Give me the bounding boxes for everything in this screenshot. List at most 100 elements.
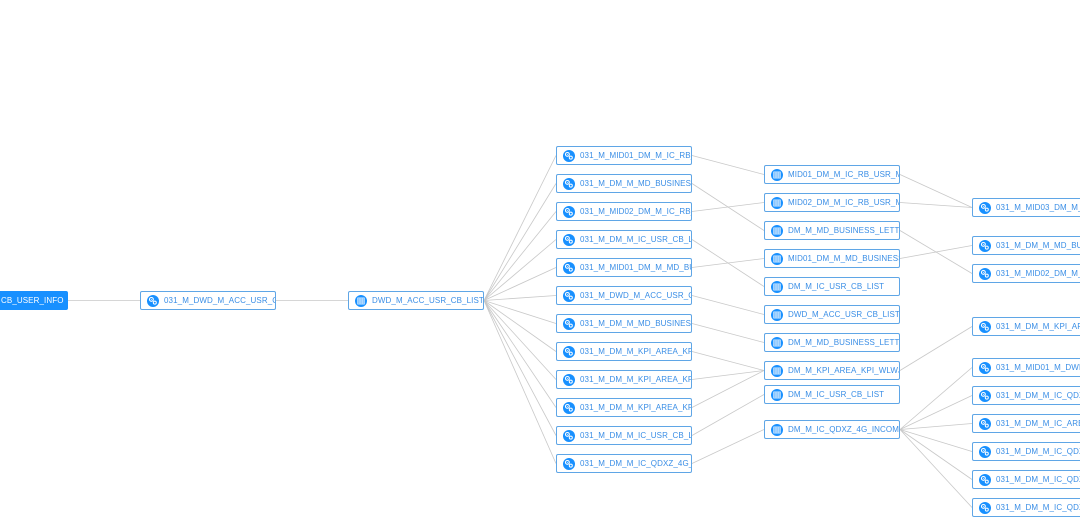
edge-t1-c7	[483, 300, 557, 352]
gears-icon	[978, 473, 992, 487]
edge-d9-e5	[899, 395, 973, 430]
edge-c8-d7	[691, 370, 765, 380]
edge-d1-e0	[899, 202, 973, 208]
node-label: DM_M_IC_USR_CB_LIST	[788, 390, 885, 399]
table-node[interactable]: DWD_M_ACC_USR_CB_LIST	[764, 305, 900, 324]
node-label: 031_M_DM_M_MD_BUSINESS_L...	[580, 319, 691, 328]
node-label: DM_M_IC_USR_CB_LIST	[788, 282, 885, 291]
process-node[interactable]: 031_M_DM_M_MD_BUSINESS_L...	[556, 174, 692, 193]
process-node[interactable]: 031_M_MID01_M_DWD_AC	[972, 358, 1080, 377]
node-label: 031_M_MID02_DM_M_IC_RB_U...	[580, 207, 691, 216]
table-node[interactable]: DM_M_MD_BUSINESS_LETTER...	[764, 333, 900, 352]
gears-icon	[562, 317, 576, 331]
node-label: 031_M_MID02_DM_M_MD	[996, 269, 1080, 278]
node-label: MID01_DM_M_MD_BUSINESS_L...	[788, 254, 899, 263]
lineage-root-node[interactable]: CB_USER_INFO	[0, 291, 68, 310]
gears-icon	[562, 261, 576, 275]
process-node[interactable]: 031_M_DM_M_IC_QDXZ_4	[972, 498, 1080, 517]
table-node[interactable]: MID02_DM_M_IC_RB_USR_MB_...	[764, 193, 900, 212]
node-label: CB_USER_INFO	[1, 296, 64, 305]
node-label: 031_M_DM_M_KPI_AREA_KPI_...	[580, 375, 691, 384]
process-node[interactable]: 031_M_DWD_M_ACC_USR_CB_L...	[140, 291, 276, 310]
node-label: 031_M_DM_M_IC_QDXZ_4G_I...	[580, 459, 691, 468]
process-node[interactable]: 031_M_DM_M_IC_AREA_KI	[972, 414, 1080, 433]
process-node[interactable]: 031_M_MID02_DM_M_MD	[972, 264, 1080, 283]
table-grid-icon	[770, 224, 784, 238]
process-node[interactable]: 031_M_DM_M_IC_QDXZ_4	[972, 386, 1080, 405]
node-label: 031_M_MID01_DM_M_MD_BUS...	[580, 263, 691, 272]
process-node[interactable]: 031_M_DM_M_MD_BUSIN	[972, 236, 1080, 255]
table-grid-icon	[354, 294, 368, 308]
node-label: 031_M_DM_M_IC_AREA_KI	[996, 419, 1080, 428]
table-node[interactable]: DM_M_IC_QDXZ_4G_INCOME	[764, 420, 900, 439]
gears-icon	[978, 201, 992, 215]
edge-c11-d9	[691, 429, 765, 464]
node-label: MID02_DM_M_IC_RB_USR_MB_...	[788, 198, 899, 207]
gears-icon	[562, 373, 576, 387]
node-label: 031_M_DWD_M_ACC_USR_CB_L...	[580, 291, 691, 300]
node-label: DWD_M_ACC_USR_CB_LIST	[372, 296, 483, 305]
node-label: 031_M_DM_M_KPI_AREA_KPI_...	[580, 347, 691, 356]
process-node[interactable]: 031_M_MID01_DM_M_IC_RB_U...	[556, 146, 692, 165]
edge-d9-e8	[899, 429, 973, 480]
edge-t1-c10	[483, 300, 557, 436]
edge-c2-d1	[691, 202, 765, 212]
gears-icon	[562, 457, 576, 471]
process-node[interactable]: 031_M_DM_M_KPI_AREA_KPI_...	[556, 398, 692, 417]
process-node[interactable]: 031_M_DM_M_IC_QDXZ_4G_I...	[556, 454, 692, 473]
table-node[interactable]: MID01_DM_M_MD_BUSINESS_L...	[764, 249, 900, 268]
table-node[interactable]: MID01_DM_M_IC_RB_USR_MB_...	[764, 165, 900, 184]
table-grid-icon	[770, 388, 784, 402]
node-label: 031_M_MID03_DM_M_IC_R	[996, 203, 1080, 212]
node-label: DM_M_IC_QDXZ_4G_INCOME	[788, 425, 899, 434]
gears-icon	[562, 205, 576, 219]
edge-t1-c11	[483, 300, 557, 464]
node-label: DM_M_MD_BUSINESS_LETTER...	[788, 226, 899, 235]
gears-icon	[562, 345, 576, 359]
node-label: 031_M_DM_M_MD_BUSIN	[996, 241, 1080, 250]
edge-t1-c9	[483, 300, 557, 408]
edge-c6-d6	[691, 323, 765, 343]
process-node[interactable]: 031_M_DM_M_IC_QDXZ_4	[972, 442, 1080, 461]
gears-icon	[978, 267, 992, 281]
table-node[interactable]: DM_M_IC_USR_CB_LIST	[764, 277, 900, 296]
table-grid-icon	[770, 336, 784, 350]
process-node[interactable]: 031_M_MID03_DM_M_IC_R	[972, 198, 1080, 217]
table-node[interactable]: DM_M_IC_USR_CB_LIST	[764, 385, 900, 404]
process-node[interactable]: 031_M_MID02_DM_M_IC_RB_U...	[556, 202, 692, 221]
table-node[interactable]: DM_M_MD_BUSINESS_LETTER...	[764, 221, 900, 240]
node-label: 031_M_DM_M_KPI_AREA_KPI_...	[580, 403, 691, 412]
table-node[interactable]: DM_M_KPI_AREA_KPI_WLWJZY...	[764, 361, 900, 380]
edge-t1-c1	[483, 183, 557, 301]
table-grid-icon	[770, 252, 784, 266]
process-node[interactable]: 031_M_DM_M_IC_USR_CB_LIST...	[556, 230, 692, 249]
table-grid-icon	[770, 308, 784, 322]
edge-d9-e9	[899, 429, 973, 508]
edge-c4-d3	[691, 258, 765, 268]
node-label: 031_M_MID01_DM_M_IC_RB_U...	[580, 151, 691, 160]
edge-d9-e6	[899, 423, 973, 430]
process-node[interactable]: 031_M_DM_M_IC_QDXZ_4	[972, 470, 1080, 489]
gears-icon	[562, 429, 576, 443]
gears-icon	[978, 417, 992, 431]
node-label: MID01_DM_M_IC_RB_USR_MB_...	[788, 170, 899, 179]
edge-d9-e7	[899, 429, 973, 452]
gears-icon	[978, 320, 992, 334]
table-grid-icon	[770, 280, 784, 294]
node-label: 031_M_DWD_M_ACC_USR_CB_L...	[164, 296, 275, 305]
process-node[interactable]: 031_M_DM_M_KPI_AREA_KPI_...	[556, 370, 692, 389]
edge-t1-c2	[483, 211, 557, 301]
edge-t1-c0	[483, 155, 557, 301]
table-node[interactable]: DWD_M_ACC_USR_CB_LIST	[348, 291, 484, 310]
process-node[interactable]: 031_M_MID01_DM_M_MD_BUS...	[556, 258, 692, 277]
node-label: 031_M_MID01_M_DWD_AC	[996, 363, 1080, 372]
gears-icon	[978, 389, 992, 403]
process-node[interactable]: 031_M_DM_M_KPI_AREA_	[972, 317, 1080, 336]
process-node[interactable]: 031_M_DM_M_IC_USR_CB_LIST...	[556, 426, 692, 445]
edge-c7-d7	[691, 351, 765, 371]
process-node[interactable]: 031_M_DM_M_KPI_AREA_KPI_...	[556, 342, 692, 361]
process-node[interactable]: 031_M_DM_M_MD_BUSINESS_L...	[556, 314, 692, 333]
process-node[interactable]: 031_M_DWD_M_ACC_USR_CB_L...	[556, 286, 692, 305]
edge-c0-d0	[691, 155, 765, 175]
